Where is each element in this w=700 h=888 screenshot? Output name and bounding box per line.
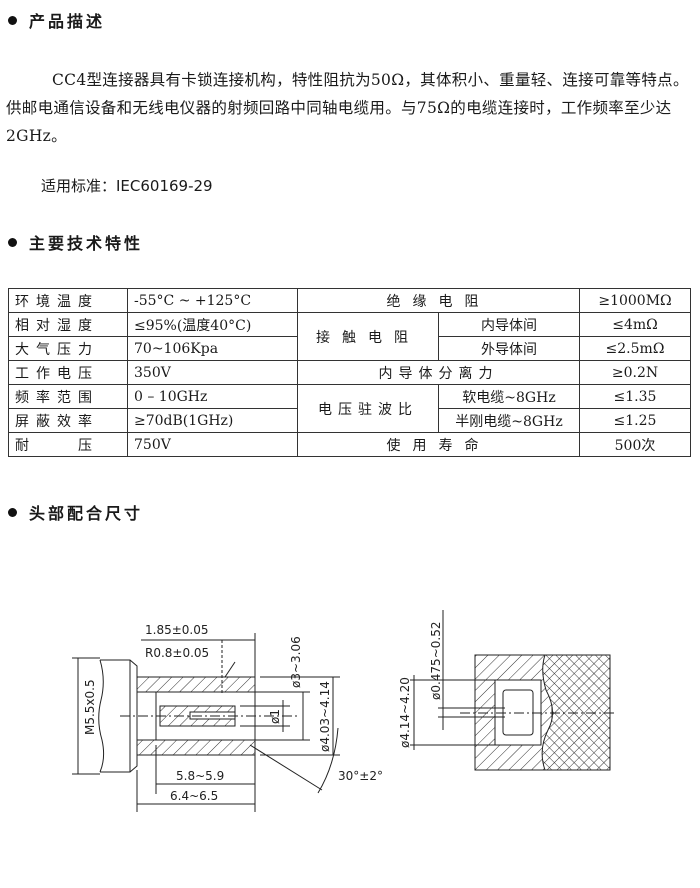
dim-angle: 30°±2° xyxy=(338,769,383,783)
bullet-icon xyxy=(8,238,17,247)
dim-5-8: 5.8~5.9 xyxy=(176,769,224,783)
section-title-specs: 主要技术特性 xyxy=(8,230,143,254)
table-row: 频率范围 0 – 10GHz 电压驻波比 软电缆~8GHz ≤1.35 xyxy=(8,384,691,433)
left-connector-drawing xyxy=(72,633,340,812)
table-row: 工作电压 350V 内导体分离力 ≥0.2N xyxy=(8,360,691,385)
dim-phi3: ø3~3.06 xyxy=(289,636,303,688)
dim-phi0-475: ø0.475~0.52 xyxy=(429,622,443,700)
dimension-drawings: M5.5x0.5 1.85±0.05 R0.8±0.05 ø3~3.06 ø1 … xyxy=(72,610,615,812)
description-paragraph: CC4型连接器具有卡锁连接机构，特性阻抗为50Ω，其体积小、重量轻、连接可靠等特… xyxy=(6,71,689,145)
table-row: 大气压力 70~106Kpa 外导体间 ≤2.5mΩ xyxy=(8,336,691,361)
section-title-dimensions: 头部配合尺寸 xyxy=(8,500,143,524)
specs-table: 环境温度 -55°C ~ +125°C 绝缘电阻 ≥1000MΩ 相对湿度 ≤9… xyxy=(8,288,691,457)
dim-phi4-14: ø4.14~4.20 xyxy=(398,677,412,748)
dim-phi1: ø1 xyxy=(268,709,282,724)
dim-6-4: 6.4~6.5 xyxy=(170,789,218,803)
section-title-description: 产品描述 xyxy=(8,8,105,32)
table-row: 耐 压 750V 使用寿命 500次 xyxy=(8,432,691,457)
table-row: 相对湿度 ≤95%(温度40°C) 接触电阻 内导体间 ≤4mΩ xyxy=(8,312,691,361)
applicable-standard: 适用标准：IEC60169-29 xyxy=(41,177,213,195)
table-row: 环境温度 -55°C ~ +125°C 绝缘电阻 ≥1000MΩ xyxy=(8,288,691,313)
dim-phi4-03: ø4.03~4.14 xyxy=(318,681,332,752)
table-row: 屏蔽效率 ≥70dB(1GHz) 半刚电缆~8GHz ≤1.25 xyxy=(8,408,691,433)
dim-r0-8: R0.8±0.05 xyxy=(145,646,209,660)
right-connector-drawing xyxy=(410,610,615,771)
bullet-icon xyxy=(8,508,17,517)
bullet-icon xyxy=(8,16,17,25)
dim-thread: M5.5x0.5 xyxy=(83,679,97,735)
dim-1-85: 1.85±0.05 xyxy=(145,623,209,637)
